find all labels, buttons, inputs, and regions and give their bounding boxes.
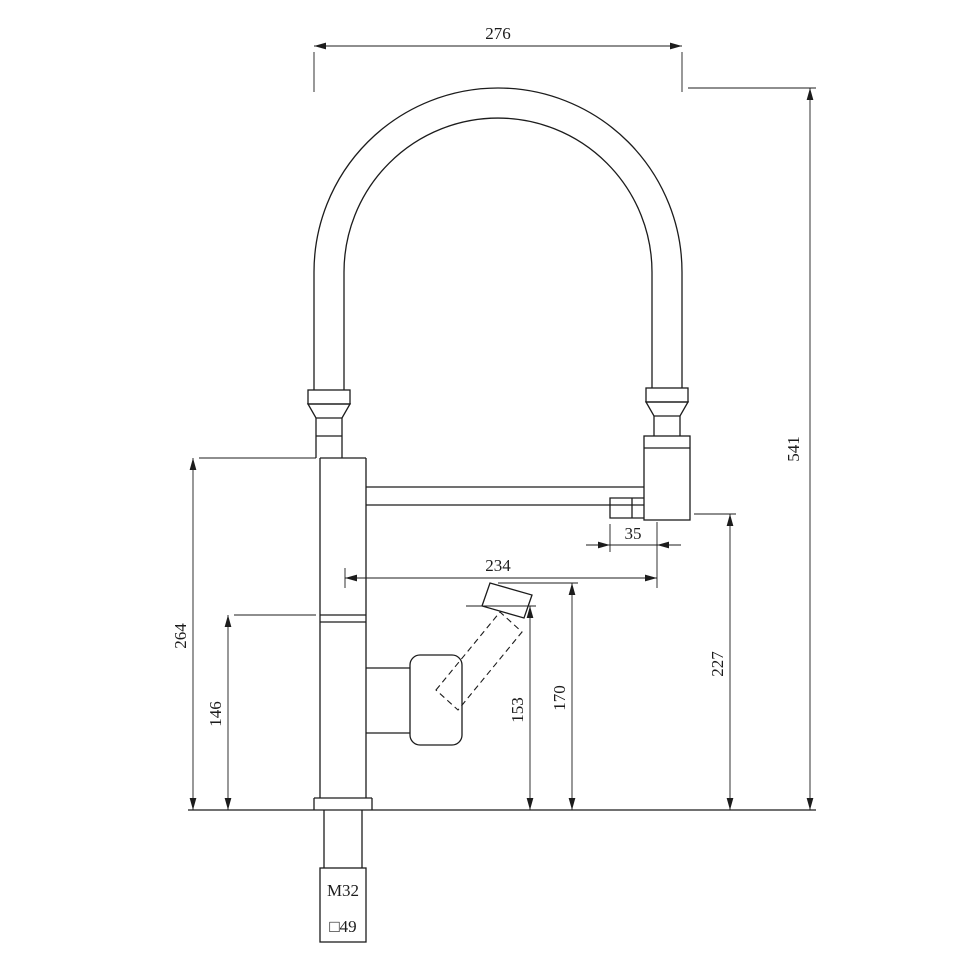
handle — [366, 582, 533, 746]
handle-lever-hidden — [435, 611, 523, 711]
dimension-276: 276 — [313, 24, 683, 92]
base-square-label: □49 — [329, 917, 356, 936]
spray-nozzle — [609, 497, 644, 519]
handle-lever-cap — [481, 582, 533, 619]
dimension-170: 170 — [498, 582, 578, 810]
dimension-35: 35 — [586, 524, 681, 552]
dim-146-label: 146 — [206, 701, 225, 727]
spout-arm — [366, 486, 644, 506]
faucet-outline: M32 □49 — [188, 87, 816, 943]
dimension-541: 541 — [688, 87, 816, 810]
dimension-146: 146 — [206, 614, 316, 810]
faucet-body — [319, 457, 367, 798]
dimension-234: 234 — [344, 522, 658, 588]
spray-connector-nut — [644, 387, 690, 436]
dimension-227: 227 — [694, 513, 736, 810]
dimension-264: 264 — [171, 457, 316, 810]
thread-label: M32 — [327, 881, 359, 900]
threaded-shank: M32 □49 — [319, 810, 367, 943]
base-flange — [313, 797, 373, 811]
dimension-153: 153 — [466, 605, 536, 810]
dim-541-label: 541 — [784, 436, 803, 462]
spout-arch — [313, 87, 683, 390]
left-connector-nut — [306, 389, 352, 458]
dim-276-label: 276 — [485, 24, 511, 43]
dim-264-label: 264 — [171, 623, 190, 649]
spray-head — [643, 435, 691, 521]
dim-227-label: 227 — [708, 651, 727, 677]
dim-35-label: 35 — [625, 524, 642, 543]
dim-234-label: 234 — [485, 556, 511, 575]
dim-170-label: 170 — [550, 685, 569, 711]
dim-153-label: 153 — [508, 697, 527, 723]
